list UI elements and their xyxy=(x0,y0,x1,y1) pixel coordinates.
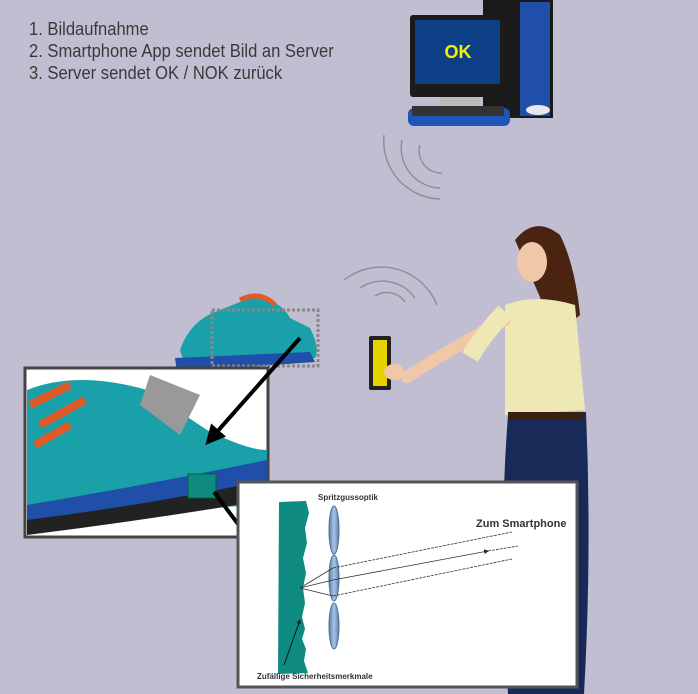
selection-box xyxy=(210,308,320,368)
step-3: 3. Server sendet OK / NOK zurück xyxy=(29,63,283,83)
lens-label: Spritzgussoptik xyxy=(318,493,379,502)
direction-label: Zum Smartphone xyxy=(476,518,566,530)
security-feature-patch xyxy=(187,473,217,499)
feature-pointer xyxy=(283,619,301,666)
step-2: 2. Smartphone App sendet Bild an Server xyxy=(29,41,334,61)
monitor-ok-text: OK xyxy=(445,42,472,62)
wifi-signal-server-icon xyxy=(382,134,443,200)
steps-list: 1. Bildaufnahme 2. Smartphone App sendet… xyxy=(29,18,334,84)
injection-molded-surface xyxy=(278,501,309,674)
features-label: Zufällige Sicherheitsmerkmale xyxy=(257,672,373,681)
sneaker-image xyxy=(175,293,320,372)
lens-icon xyxy=(328,505,340,555)
light-rays xyxy=(299,531,519,597)
zoomed-shoe-panel xyxy=(23,366,270,539)
lens-icon xyxy=(328,554,340,602)
arrow-zoom-shoe xyxy=(205,336,302,445)
lens-icon xyxy=(328,602,340,650)
step-1: 1. Bildaufnahme xyxy=(29,19,149,39)
server-computer-icon: OK xyxy=(408,0,553,126)
wifi-signal-phone-icon xyxy=(343,266,438,306)
optics-diagram-panel: Spritzgussoptik Zum Smartphone Zufällige… xyxy=(236,480,579,689)
